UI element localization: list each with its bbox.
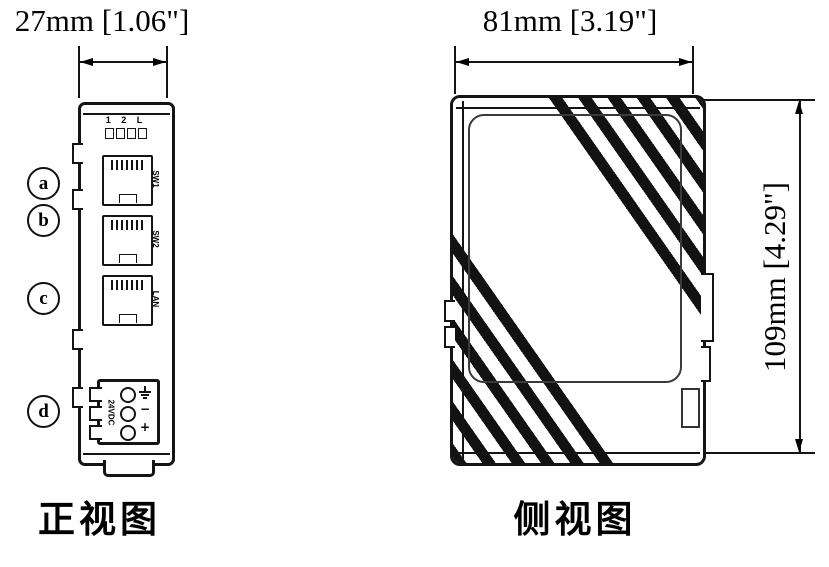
rj45-latch-icon bbox=[118, 254, 137, 263]
extension-line bbox=[78, 46, 80, 98]
extension-line bbox=[703, 99, 815, 101]
clip-window bbox=[681, 388, 700, 428]
led-indicator-icon bbox=[105, 128, 114, 139]
arrowhead-down-icon bbox=[795, 439, 803, 452]
connector-side-tab bbox=[444, 300, 455, 322]
case-seam-line bbox=[456, 107, 700, 109]
rj45-pins-icon bbox=[111, 220, 144, 230]
dimension-line bbox=[80, 61, 166, 63]
front-view-caption: 正视图 bbox=[38, 500, 161, 541]
case-rib bbox=[72, 387, 83, 408]
arrowhead-right-icon bbox=[679, 58, 692, 66]
arrowhead-up-icon bbox=[795, 101, 803, 114]
callout-a: a bbox=[27, 167, 60, 200]
case-seam-line bbox=[462, 101, 464, 460]
callout-b: b bbox=[27, 204, 60, 237]
plus-terminal-symbol: + bbox=[139, 420, 151, 434]
led-indicator-icon bbox=[116, 128, 125, 139]
earth-ground-icon bbox=[138, 386, 152, 399]
arrowhead-left-icon bbox=[456, 58, 469, 66]
port-label-lan: LAN bbox=[151, 290, 160, 308]
led-indicator-icon bbox=[138, 128, 147, 139]
port-label-sw2: SW2 bbox=[151, 230, 160, 248]
terminal-screw-icon bbox=[120, 387, 136, 403]
rj45-port-sw1 bbox=[102, 155, 153, 206]
power-terminal-block: 24VDC − + bbox=[89, 379, 160, 445]
led-panel-label: 1 2 L bbox=[105, 115, 147, 125]
label-panel-outline bbox=[468, 114, 682, 383]
rj45-pins-icon bbox=[111, 280, 144, 290]
led-indicator-icon bbox=[127, 128, 136, 139]
case-rib bbox=[72, 329, 83, 350]
side-width-dimension-label: 81mm [3.19"] bbox=[482, 3, 658, 38]
case-seam-line bbox=[83, 113, 170, 115]
case-rib bbox=[72, 143, 83, 164]
rj45-port-lan bbox=[102, 275, 153, 326]
callout-c: c bbox=[27, 282, 60, 315]
wire-entry-tab bbox=[89, 406, 102, 421]
side-height-dimension-label: 109mm [4.29"] bbox=[757, 181, 792, 373]
device-side-outline bbox=[444, 95, 714, 466]
case-seam-line bbox=[83, 453, 170, 455]
minus-terminal-symbol: − bbox=[139, 402, 151, 416]
port-label-sw1: SW1 bbox=[151, 170, 160, 188]
terminal-screw-icon bbox=[120, 406, 136, 422]
arrowhead-right-icon bbox=[153, 58, 166, 66]
extension-line bbox=[166, 46, 168, 98]
wire-entry-tab bbox=[89, 425, 102, 440]
terminal-screw-icon bbox=[120, 425, 136, 441]
callout-d: d bbox=[27, 395, 60, 428]
front-width-dimension-label: 27mm [1.06"] bbox=[14, 3, 190, 38]
arrowhead-left-icon bbox=[80, 58, 93, 66]
extension-line bbox=[703, 452, 815, 454]
din-rail-foot bbox=[103, 460, 155, 477]
case-seam-line bbox=[456, 452, 700, 454]
rj45-latch-icon bbox=[118, 314, 137, 323]
rj45-pins-icon bbox=[111, 160, 144, 170]
side-face bbox=[453, 98, 703, 463]
side-view-caption: 侧视图 bbox=[513, 500, 637, 541]
extension-line bbox=[454, 46, 456, 94]
dimension-line bbox=[799, 101, 801, 452]
wire-entry-tab bbox=[89, 387, 102, 402]
rj45-latch-icon bbox=[118, 194, 137, 203]
extension-line bbox=[692, 46, 694, 94]
connector-side-tab bbox=[444, 326, 455, 348]
case-rib bbox=[72, 189, 83, 210]
rj45-port-sw2 bbox=[102, 215, 153, 266]
din-rail-clip bbox=[701, 273, 714, 342]
din-rail-clip-hook bbox=[701, 346, 711, 382]
device-front-outline: 1 2 L SW1 SW2 LAN 24VDC − bbox=[72, 102, 175, 477]
power-label: 24VDC bbox=[106, 399, 116, 426]
dimension-line bbox=[456, 61, 692, 63]
